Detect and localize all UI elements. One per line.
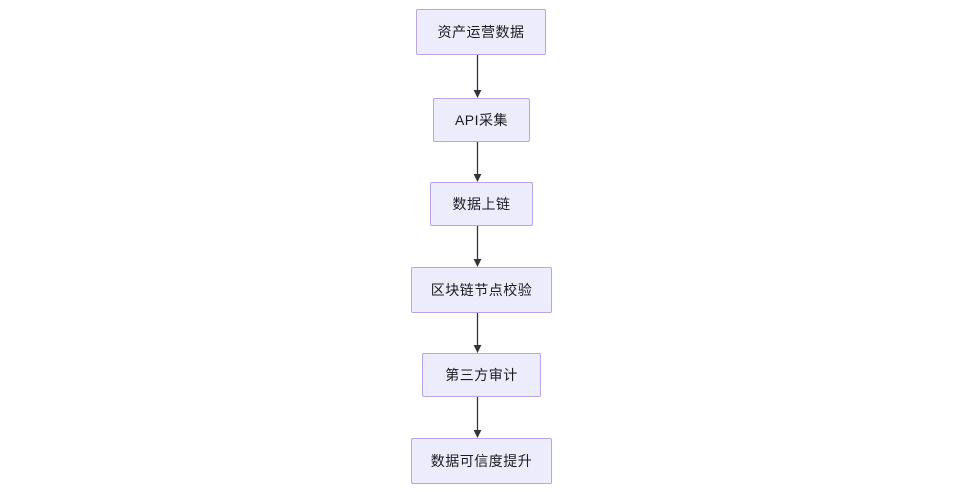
flow-connector-n1-to-n2	[473, 55, 482, 98]
flow-node-n2[interactable]: API采集	[433, 98, 530, 142]
flow-node-n1[interactable]: 资产运营数据	[416, 9, 546, 55]
flow-node-label: 第三方审计	[445, 367, 518, 383]
flow-connector-n4-to-n5	[473, 313, 482, 353]
arrowhead-icon	[473, 430, 482, 438]
flow-node-label: 数据上链	[452, 196, 511, 212]
flow-connector-n2-to-n3	[473, 142, 482, 182]
arrowhead-icon	[473, 174, 482, 182]
flow-node-n4[interactable]: 区块链节点校验	[411, 267, 552, 313]
flow-connector-n5-to-n6	[473, 397, 482, 438]
flow-node-n6[interactable]: 数据可信度提升	[411, 438, 552, 484]
flow-connector-n3-to-n4	[473, 226, 482, 267]
flow-node-label: 区块链节点校验	[430, 282, 533, 298]
flow-node-label: API采集	[454, 112, 509, 128]
arrowhead-icon	[473, 345, 482, 353]
flow-node-n5[interactable]: 第三方审计	[422, 353, 541, 397]
arrowhead-icon	[473, 259, 482, 267]
flow-node-label: 数据可信度提升	[430, 453, 533, 469]
flow-node-n3[interactable]: 数据上链	[430, 182, 533, 226]
arrowhead-icon	[473, 90, 482, 98]
flow-node-label: 资产运营数据	[437, 24, 525, 40]
